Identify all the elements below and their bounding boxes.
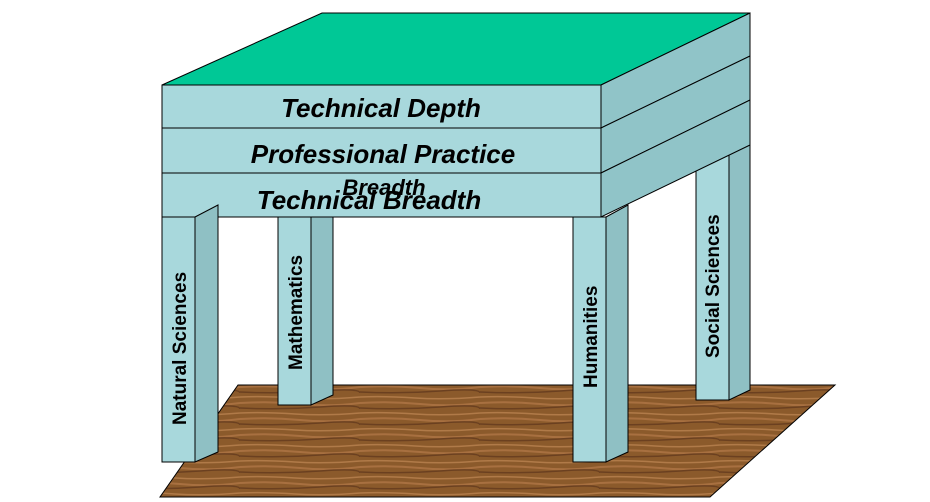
pillar-front-right bbox=[572, 204, 629, 463]
layer-label-professional-practice: Professional Practice bbox=[251, 139, 515, 169]
layer-label-breadth-overflow: Breadth bbox=[342, 175, 425, 200]
layer-label-technical-depth: Technical Depth bbox=[281, 93, 481, 123]
pillar-front-left bbox=[161, 204, 219, 463]
pillar-label-humanities: Humanities bbox=[581, 286, 602, 388]
pillar-label-social-sciences: Social Sciences bbox=[703, 214, 724, 358]
wooden-floor bbox=[159, 384, 837, 498]
slab-technical-depth bbox=[161, 12, 751, 129]
pillar-label-natural-sciences: Natural Sciences bbox=[170, 272, 191, 425]
pillar-back-left bbox=[277, 195, 334, 406]
pillar-label-mathematics: Mathematics bbox=[286, 255, 307, 370]
slab-technical-breadth bbox=[161, 99, 751, 218]
layer-label-technical-breadth: Technical Breadth bbox=[257, 185, 481, 215]
slab-professional-practice bbox=[161, 55, 751, 174]
pillar-back-right bbox=[695, 132, 751, 401]
